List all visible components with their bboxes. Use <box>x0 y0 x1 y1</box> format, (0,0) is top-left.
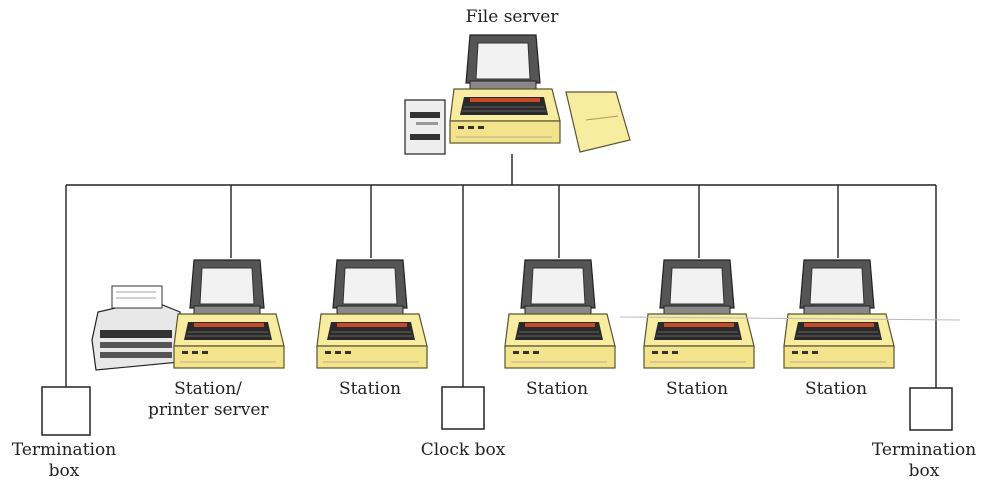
station-node-4 <box>783 259 895 369</box>
clock-box-label: Clock box <box>420 440 506 460</box>
computer-icon <box>449 34 561 144</box>
scan-artifact <box>619 316 961 321</box>
termination-left-line2: box <box>48 461 80 481</box>
disk-drive-icon <box>404 99 446 155</box>
station-node-2 <box>504 259 616 369</box>
clock-box-icon <box>441 386 485 430</box>
printer-icon <box>91 285 181 371</box>
station-node-1 <box>316 259 428 369</box>
file-server-label: File server <box>465 7 559 27</box>
station-label-2: Station <box>525 379 589 399</box>
termination-right-line2: box <box>908 461 940 481</box>
station-label-4: Station <box>804 379 868 399</box>
termination-left-line1: Termination <box>11 440 117 460</box>
termination-box-left-icon <box>41 386 91 436</box>
termination-box-left-label: Termination box <box>6 440 122 482</box>
file-server-node <box>404 34 631 155</box>
station-node-3 <box>643 259 755 369</box>
computer-icon <box>173 259 285 369</box>
station-printer-label-line1: Station/ <box>174 379 242 399</box>
station-printer-label: Station/ printer server <box>148 379 269 421</box>
network-wiring <box>65 154 937 388</box>
station-printer-label-line2: printer server <box>148 400 269 420</box>
printer-icon <box>565 91 631 153</box>
station-printer-server-node <box>91 259 285 371</box>
station-label-1: Station <box>338 379 402 399</box>
station-label-3: Station <box>665 379 729 399</box>
termination-box-right-label: Termination box <box>866 440 982 482</box>
termination-right-line1: Termination <box>871 440 977 460</box>
termination-box-right-icon <box>909 387 953 431</box>
